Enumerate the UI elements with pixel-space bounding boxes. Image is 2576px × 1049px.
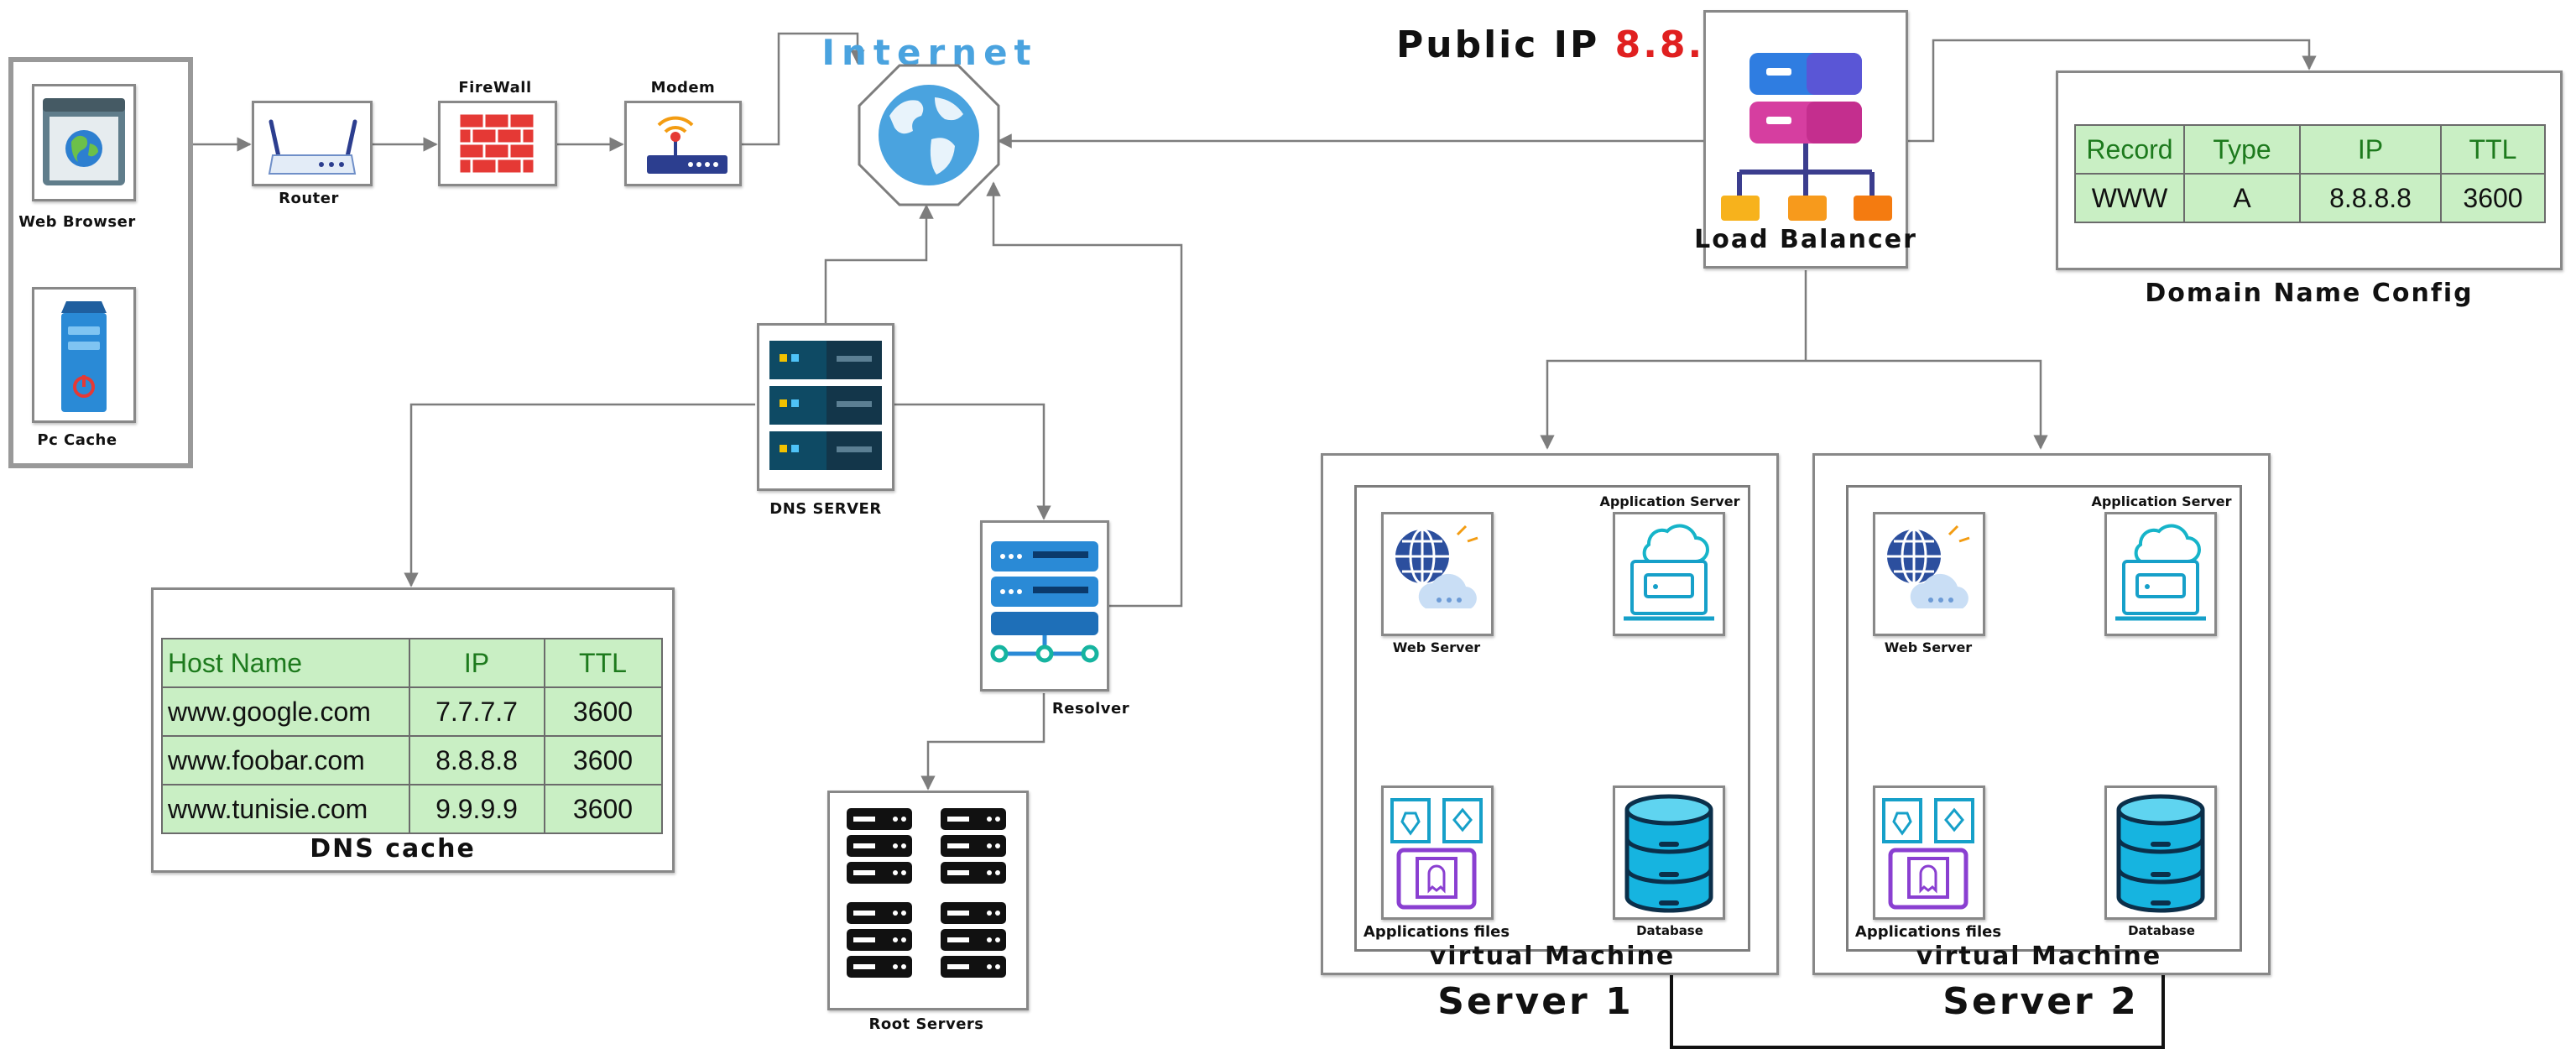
title-prefix: Public IP bbox=[1396, 23, 1600, 66]
dns-cache-caption: DNS cache bbox=[310, 834, 476, 864]
pc-cache-node[interactable] bbox=[32, 287, 136, 423]
dns-cache-table: Host Name IP TTL www.google.com 7.7.7.7 … bbox=[161, 638, 663, 834]
server-2-app-server-label: Application Server bbox=[2091, 493, 2232, 509]
domain-col-type: Type bbox=[2183, 124, 2301, 175]
dns-cache-header-row: Host Name IP TTL bbox=[161, 638, 663, 688]
modem-label: Modem bbox=[650, 79, 716, 97]
web-browser-node[interactable] bbox=[32, 84, 136, 201]
dns-col-ttl: TTL bbox=[544, 638, 663, 688]
server-rack-icon bbox=[769, 341, 882, 470]
server-1-label: Server 1 bbox=[1437, 980, 1634, 1023]
web-globe-cloud-icon bbox=[1887, 524, 1970, 608]
server-1-app-server-node[interactable] bbox=[1613, 512, 1725, 636]
web-browser-label: Web Browser bbox=[18, 213, 136, 231]
dns-ip-cell: 8.8.8.8 bbox=[409, 735, 545, 785]
dns-ip-cell: 7.7.7.7 bbox=[409, 686, 545, 737]
domain-ttl-cell: 3600 bbox=[2440, 173, 2546, 223]
brick-wall-icon bbox=[457, 112, 536, 175]
dns-ttl-cell: 3600 bbox=[544, 784, 663, 834]
server-1-web-server-node[interactable] bbox=[1381, 512, 1494, 636]
database-icon bbox=[2116, 794, 2205, 913]
server-2-database-node[interactable] bbox=[2104, 785, 2217, 920]
server-2-web-server-node[interactable] bbox=[1873, 512, 1985, 636]
dns-host-cell: www.google.com bbox=[161, 686, 410, 737]
server-1-vm-label: virtual Machine bbox=[1429, 942, 1676, 971]
load-balancer-node[interactable] bbox=[1703, 10, 1908, 269]
internet-globe-icon[interactable] bbox=[858, 64, 1000, 206]
server-1-app-files-label: Applications files bbox=[1363, 923, 1510, 941]
root-server-cluster-icon bbox=[847, 808, 1006, 978]
router-label: Router bbox=[279, 190, 339, 207]
server-2-database-label: Database bbox=[2128, 923, 2195, 938]
resolver-server-icon bbox=[990, 541, 1099, 663]
resolver-label: Resolver bbox=[1051, 700, 1130, 718]
domain-config-caption: Domain Name Config bbox=[2145, 279, 2474, 308]
cloud-server-laptop-icon bbox=[2115, 524, 2206, 621]
dns-ttl-cell: 3600 bbox=[544, 686, 663, 737]
cloud-server-laptop-icon bbox=[1624, 524, 1714, 621]
web-globe-cloud-icon bbox=[1395, 524, 1478, 608]
server-1-app-files-node[interactable] bbox=[1381, 785, 1494, 920]
table-row: www.google.com 7.7.7.7 3600 bbox=[161, 686, 663, 737]
dns-server-label: DNS SERVER bbox=[769, 500, 882, 518]
firewall-node[interactable] bbox=[438, 101, 557, 186]
browser-window-icon bbox=[43, 98, 125, 185]
dns-ttl-cell: 3600 bbox=[544, 735, 663, 785]
server-2-label: Server 2 bbox=[1942, 980, 2139, 1023]
load-balancer-label: Load Balancer bbox=[1694, 225, 1917, 254]
domain-col-ttl: TTL bbox=[2440, 124, 2546, 175]
domain-header-row: Record Type IP TTL bbox=[2074, 124, 2546, 175]
server-2-app-server-node[interactable] bbox=[2104, 512, 2217, 636]
root-servers-node[interactable] bbox=[827, 791, 1029, 1010]
domain-config-table: Record Type IP TTL WWW A 8.8.8.8 3600 bbox=[2074, 124, 2546, 223]
load-balancer-icon bbox=[1721, 53, 1892, 221]
app-files-icon bbox=[1882, 798, 1974, 910]
table-row: www.foobar.com 8.8.8.8 3600 bbox=[161, 735, 663, 785]
domain-ip-cell: 8.8.8.8 bbox=[2299, 173, 2442, 223]
modem-icon bbox=[647, 116, 727, 174]
server-1-app-server-label: Application Server bbox=[1599, 493, 1740, 509]
firewall-label: FireWall bbox=[458, 79, 532, 97]
dns-col-host: Host Name bbox=[161, 638, 410, 688]
server-1-database-node[interactable] bbox=[1613, 785, 1725, 920]
dns-server-node[interactable] bbox=[757, 323, 894, 491]
modem-node[interactable] bbox=[624, 101, 742, 186]
server-2-web-server-label: Web Server bbox=[1884, 639, 1973, 655]
database-icon bbox=[1624, 794, 1713, 913]
pc-tower-icon bbox=[61, 301, 107, 412]
server-1-web-server-label: Web Server bbox=[1392, 639, 1481, 655]
app-files-icon bbox=[1390, 798, 1483, 910]
domain-record-cell: WWW bbox=[2074, 173, 2185, 223]
dns-host-cell: www.tunisie.com bbox=[161, 784, 410, 834]
domain-col-record: Record bbox=[2074, 124, 2185, 175]
database-sync-line bbox=[1670, 923, 2165, 1049]
server-1-database-label: Database bbox=[1636, 923, 1703, 938]
router-icon bbox=[268, 119, 357, 175]
dns-ip-cell: 9.9.9.9 bbox=[409, 784, 545, 834]
table-row: www.tunisie.com 9.9.9.9 3600 bbox=[161, 784, 663, 834]
router-node[interactable] bbox=[252, 101, 373, 186]
dns-host-cell: www.foobar.com bbox=[161, 735, 410, 785]
server-2-vm-label: virtual Machine bbox=[1916, 942, 2162, 971]
pc-cache-label: Pc Cache bbox=[37, 431, 117, 449]
resolver-node[interactable] bbox=[980, 520, 1109, 692]
dns-col-ip: IP bbox=[409, 638, 545, 688]
server-2-app-files-label: Applications files bbox=[1854, 923, 2002, 941]
root-servers-label: Root Servers bbox=[868, 1015, 984, 1033]
domain-type-cell: A bbox=[2183, 173, 2301, 223]
domain-col-ip: IP bbox=[2299, 124, 2442, 175]
table-row: WWW A 8.8.8.8 3600 bbox=[2074, 173, 2546, 223]
server-2-app-files-node[interactable] bbox=[1873, 785, 1985, 920]
